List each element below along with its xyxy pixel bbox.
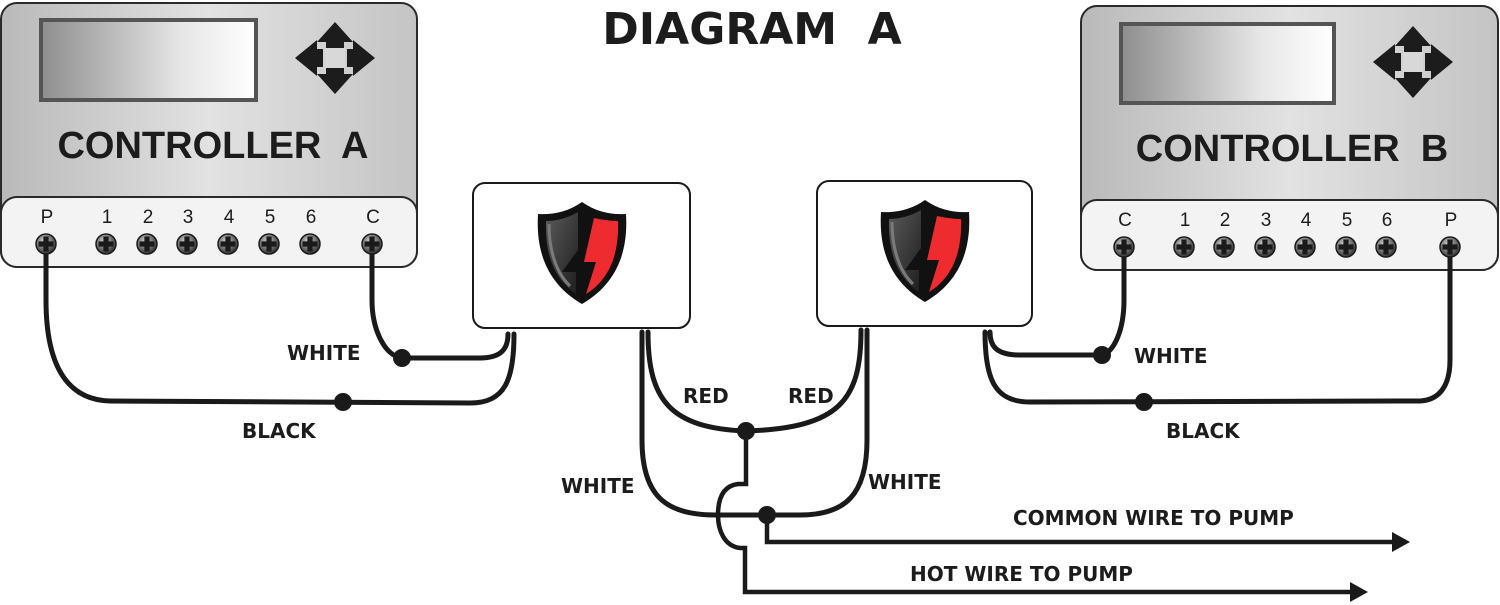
terminal-label: 2	[1220, 210, 1231, 231]
screw-terminal-icon	[1213, 236, 1235, 258]
splice-dot	[1135, 393, 1153, 411]
diagram-title: DIAGRAM A	[602, 4, 901, 55]
wire-labels: WHITE BLACK WHITE BLACK RED RED WHITE WH…	[242, 341, 1294, 586]
terminal-label: P	[41, 207, 54, 228]
terminal-label: 4	[1301, 210, 1312, 231]
splice-dot	[334, 393, 352, 411]
white-wire-right	[764, 327, 870, 518]
label-black-b: BLACK	[1166, 419, 1241, 443]
splice-dot	[393, 349, 411, 367]
label-black-a: BLACK	[242, 419, 317, 443]
screw-terminal-icon	[1439, 236, 1461, 258]
terminal-label: 6	[1382, 210, 1393, 231]
terminal-label: C	[366, 207, 380, 228]
controller-a-terminal-strip	[0, 196, 418, 268]
label-common-wire: COMMON WIRE TO PUMP	[1013, 506, 1294, 530]
label-white-b: WHITE	[1134, 344, 1208, 368]
controller-a-lcd	[39, 18, 258, 102]
common-arrow-icon	[1392, 532, 1410, 552]
terminal-label: 2	[143, 207, 154, 228]
hot-wire	[715, 431, 1360, 595]
terminal-label: 5	[265, 207, 276, 228]
screw-terminal-icon	[299, 233, 321, 255]
controller-a-name: CONTROLLER A	[57, 125, 368, 167]
red-wire-right	[743, 327, 864, 434]
controller-b-terminals: C 1 2 3 4 5 6 P	[1118, 210, 1457, 231]
label-white-right: WHITE	[868, 470, 942, 494]
label-white-left: WHITE	[561, 474, 635, 498]
screw-terminal-icon	[1173, 236, 1195, 258]
terminal-label: 4	[224, 207, 235, 228]
controller-a-terminals: P 1 2 3 4 5 6 C	[41, 207, 380, 228]
screw-terminal-icon	[1113, 236, 1135, 258]
label-hot-wire: HOT WIRE TO PUMP	[910, 562, 1133, 586]
splice-dot	[1093, 346, 1111, 364]
terminal-label: 3	[1261, 210, 1272, 231]
terminal-label: 3	[183, 207, 194, 228]
wires-controller-b	[982, 246, 1453, 411]
screw-terminal-icon	[258, 233, 280, 255]
screw-terminal-icon	[136, 233, 158, 255]
hot-arrow-icon	[1350, 582, 1368, 602]
label-white-a: WHITE	[287, 341, 361, 365]
label-red-left: RED	[683, 384, 729, 408]
controller-b-terminal-strip	[1080, 199, 1499, 271]
black-wire-a	[43, 243, 517, 406]
surge-protector-b	[816, 180, 1033, 327]
terminal-label: 1	[1180, 210, 1191, 231]
controller-b-lcd	[1119, 22, 1336, 105]
surge-protector-a	[472, 182, 691, 329]
label-red-right: RED	[788, 384, 834, 408]
splice-dot	[737, 422, 755, 440]
screw-terminal-icon	[35, 233, 57, 255]
terminal-label: 5	[1342, 210, 1353, 231]
wires-controller-a	[43, 243, 517, 411]
screw-terminal-icon	[1375, 236, 1397, 258]
screw-terminal-icon	[217, 233, 239, 255]
screw-terminal-icon	[1294, 236, 1316, 258]
screw-terminal-icon	[1254, 236, 1276, 258]
white-wire-left	[639, 329, 770, 518]
screw-terminal-icon	[361, 233, 383, 255]
terminal-label: P	[1445, 210, 1458, 231]
controller-b-name: CONTROLLER B	[1136, 128, 1448, 170]
terminal-label: 1	[102, 207, 113, 228]
terminal-label: C	[1118, 210, 1132, 231]
terminal-label: 6	[306, 207, 317, 228]
screw-terminal-icon	[176, 233, 198, 255]
red-wire-left	[645, 329, 749, 434]
screw-terminal-icon	[95, 233, 117, 255]
wires-center	[639, 327, 1410, 602]
controller-b: CONTROLLER B C 1 2 3 4 5 6 P	[1080, 5, 1499, 271]
screw-terminal-icon	[1335, 236, 1357, 258]
controller-a: CONTROLLER A P 1 2 3 4 5 6 C	[0, 2, 418, 268]
splice-dot	[758, 506, 776, 524]
black-wire-b	[982, 246, 1453, 405]
